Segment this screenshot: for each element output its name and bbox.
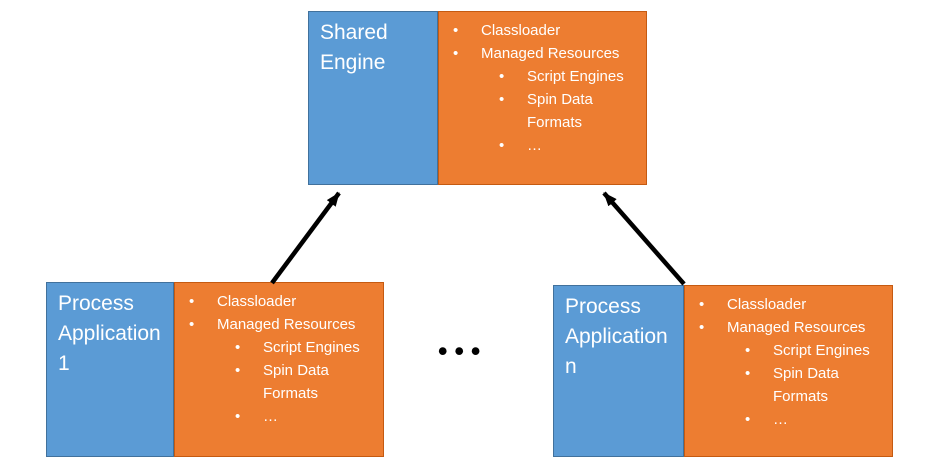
bullet-item: Classloader (175, 290, 377, 313)
bullet-item: Spin Data Formats (175, 359, 377, 405)
node-process-application-1: Process Application 1 Classloader Manage… (46, 282, 384, 457)
bullet-item: Managed Resources (685, 316, 886, 339)
node-process-application-n: Process Application n Classloader Manage… (553, 285, 893, 457)
bullet-text: … (773, 411, 788, 428)
node-shared-engine: Shared Engine Classloader Managed Resour… (308, 11, 647, 185)
bullet-text: Classloader (727, 296, 807, 313)
shared-engine-title: Shared Engine (320, 21, 388, 74)
bullet-item: Script Engines (175, 336, 377, 359)
more-apps-ellipsis: ••• (438, 336, 488, 366)
bullet-text: Script Engines (263, 339, 360, 356)
process-application-1-title-panel: Process Application 1 (46, 282, 174, 457)
bullet-text: Classloader (217, 293, 297, 310)
bullet-item: … (439, 134, 640, 157)
bullet-text: Managed Resources (481, 45, 620, 62)
bullet-item: Spin Data Formats (439, 88, 640, 134)
bullet-text: Managed Resources (217, 316, 356, 333)
bullet-text: Managed Resources (727, 319, 866, 336)
shared-engine-title-panel: Shared Engine (308, 11, 438, 185)
bullet-item: Managed Resources (439, 42, 640, 65)
bullet-text: Spin Data Formats (527, 91, 593, 131)
arrow-process-app-1-to-shared-engine (270, 191, 341, 285)
process-application-n-items-panel: Classloader Managed Resources Script Eng… (684, 285, 893, 457)
bullet-item: Classloader (439, 19, 640, 42)
bullet-item: Script Engines (439, 65, 640, 88)
arrow-process-app-n-to-shared-engine (602, 191, 686, 286)
bullet-item: Script Engines (685, 339, 886, 362)
process-application-n-title: Process Application n (565, 295, 668, 378)
bullet-text: Spin Data Formats (773, 365, 839, 405)
bullet-item: … (685, 408, 886, 431)
bullet-text: … (527, 137, 542, 154)
bullet-text: Script Engines (527, 68, 624, 85)
bullet-item: Managed Resources (175, 313, 377, 336)
bullet-text: … (263, 408, 278, 425)
bullet-item: Classloader (685, 293, 886, 316)
bullet-item: Spin Data Formats (685, 362, 886, 408)
shared-engine-items-panel: Classloader Managed Resources Script Eng… (438, 11, 647, 185)
process-application-1-items-panel: Classloader Managed Resources Script Eng… (174, 282, 384, 457)
bullet-text: Spin Data Formats (263, 362, 329, 402)
process-application-1-title: Process Application 1 (58, 292, 161, 375)
bullet-text: Script Engines (773, 342, 870, 359)
bullet-item: … (175, 405, 377, 428)
bullet-text: Classloader (481, 22, 561, 39)
process-application-n-title-panel: Process Application n (553, 285, 684, 457)
